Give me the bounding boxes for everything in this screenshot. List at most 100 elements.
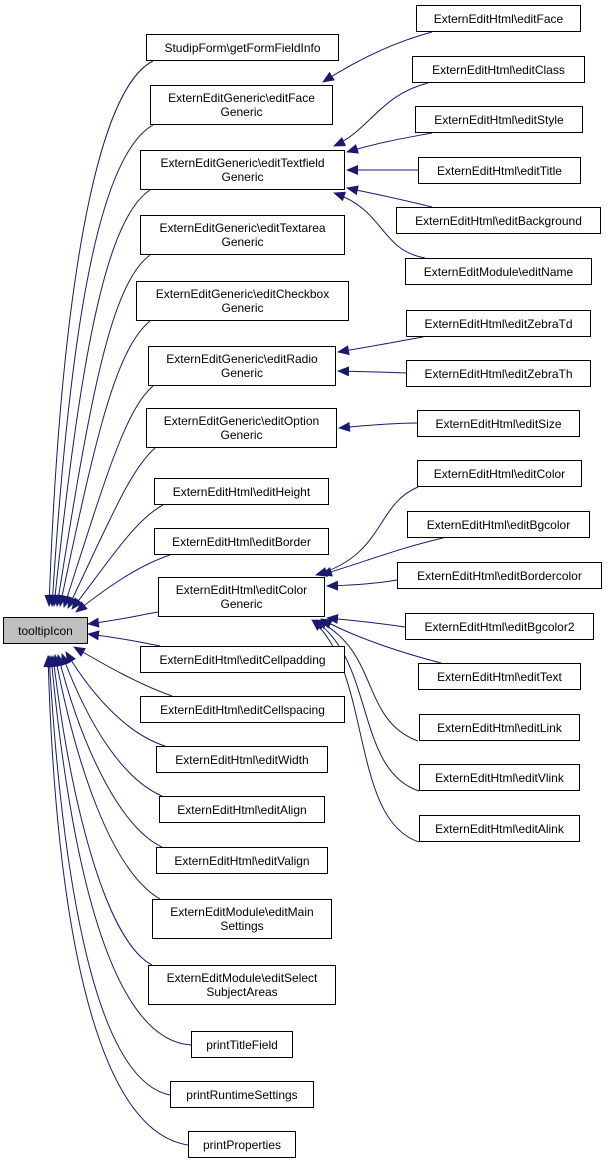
node-label-line: ExternEditHtml\editBordercolor [417, 568, 582, 583]
edge-editTextareaGeneric-to-tooltipIcon [53, 254, 151, 607]
node-label-line: ExternEditModule\editName [423, 264, 574, 279]
node-printProperties[interactable]: printProperties [188, 1131, 296, 1158]
node-editBordercolor[interactable]: ExternEditHtml\editBordercolor [397, 562, 602, 589]
node-editTitle[interactable]: ExternEditHtml\editTitle [418, 157, 581, 184]
node-editZebraTh[interactable]: ExternEditHtml\editZebraTh [406, 360, 591, 387]
node-editBorder[interactable]: ExternEditHtml\editBorder [154, 528, 329, 555]
node-editValign[interactable]: ExternEditHtml\editValign [156, 847, 328, 874]
node-editCellspacing[interactable]: ExternEditHtml\editCellspacing [140, 696, 345, 723]
node-printTitleField[interactable]: printTitleField [191, 1031, 293, 1058]
edge-editAlink-to-editColorGeneric [311, 619, 420, 843]
node-label-line: Generic [221, 170, 264, 184]
node-editFace[interactable]: ExternEditHtml\editFace [416, 5, 581, 32]
node-editWidth[interactable]: ExternEditHtml\editWidth [156, 746, 328, 773]
node-editColor[interactable]: ExternEditHtml\editColor [417, 460, 582, 487]
node-label-line: ExternEditHtml\editZebraTh [424, 366, 573, 381]
edge-editRadioGeneric-to-tooltipIcon [62, 385, 154, 608]
node-getFormFieldInfo[interactable]: StudipForm\getFormFieldInfo [146, 34, 339, 61]
edge-editClass-to-editTextfieldGeneric [333, 82, 429, 147]
node-label-line: Generic [220, 366, 264, 380]
node-label-line: ExternEditHtml\editAlink [435, 821, 564, 836]
node-label-line: StudipForm\getFormFieldInfo [164, 40, 321, 55]
node-printRuntimeSettings[interactable]: printRuntimeSettings [170, 1081, 314, 1108]
edge-editBorder-to-tooltipIcon [75, 554, 171, 613]
node-label-line: ExternEditHtml\editBgcolor2 [424, 619, 575, 634]
edge-editAlign-to-tooltipIcon [61, 653, 163, 797]
node-editSize[interactable]: ExternEditHtml\editSize [417, 410, 580, 437]
node-label-line: Generic [220, 105, 263, 119]
edge-editMainSettings-to-tooltipIcon [52, 654, 161, 900]
edge-editBackground-to-editTextfieldGeneric [346, 185, 433, 208]
node-label-line: ExternEditHtml\editFace [433, 11, 564, 26]
node-editName[interactable]: ExternEditModule\editName [405, 258, 592, 285]
edge-editText-to-editColorGeneric [320, 618, 442, 664]
edge-editBordercolor-to-editColorGeneric [326, 579, 398, 591]
node-editCellpadding[interactable]: ExternEditHtml\editCellpadding [140, 646, 345, 673]
edge-editBgcolor2-to-editColorGeneric [326, 614, 406, 628]
edge-editZebraTh-to-editRadioGeneric [337, 366, 407, 377]
edge-editCellspacing-to-tooltipIcon [73, 646, 173, 697]
node-label-line: Generic [220, 597, 263, 611]
node-editClass[interactable]: ExternEditHtml\editClass [412, 56, 585, 83]
node-label-line: ExternEditHtml\editBgcolor [426, 517, 571, 532]
node-label-line: ExternEditHtml\editClass [432, 62, 565, 77]
node-editBackground[interactable]: ExternEditHtml\editBackground [396, 207, 601, 234]
edge-editFaceGeneric-to-tooltipIcon [47, 124, 154, 607]
node-editText[interactable]: ExternEditHtml\editText [418, 663, 581, 690]
node-editLink[interactable]: ExternEditHtml\editLink [419, 714, 580, 741]
node-editBgcolor2[interactable]: ExternEditHtml\editBgcolor2 [405, 613, 594, 640]
node-editAlign[interactable]: ExternEditHtml\editAlign [159, 796, 325, 823]
root-node-tooltipIcon[interactable]: tooltipIcon [3, 617, 88, 644]
node-label-line: Settings [220, 919, 264, 933]
node-label-line: ExternEditHtml\editBorder [172, 534, 311, 549]
node-editZebraTd[interactable]: ExternEditHtml\editZebraTd [406, 310, 591, 337]
edge-editStyle-to-editTextfieldGeneric [346, 132, 433, 154]
edge-editLink-to-editColorGeneric [315, 619, 419, 742]
edge-editName-to-editTextfieldGeneric [333, 191, 426, 259]
node-label-line: printProperties [202, 1137, 282, 1152]
node-label-line: ExternEditHtml\editTitle [437, 163, 562, 178]
edge-editSelectSubjectAreas-to-tooltipIcon [49, 655, 153, 966]
node-label-line: ExternEditHtml\editValign [174, 853, 310, 868]
edge-editZebraTd-to-editRadioGeneric [337, 336, 424, 356]
node-editAlink[interactable]: ExternEditHtml\editAlink [419, 815, 580, 842]
edge-editOptionGeneric-to-tooltipIcon [67, 447, 156, 609]
node-editBgcolor[interactable]: ExternEditHtml\editBgcolor [407, 511, 590, 538]
edge-getFormFieldInfo-to-tooltipIcon [44, 60, 154, 607]
edge-editColor-to-editColorGeneric [315, 486, 419, 577]
edge-editSize-to-editOptionGeneric [338, 421, 418, 432]
node-label-line: ExternEditHtml\editHeight [172, 484, 311, 499]
node-label-line: ExternEditHtml\editColor [175, 583, 308, 597]
node-label-line: ExternEditHtml\editBackground [415, 213, 582, 228]
node-label-line: printTitleField [206, 1037, 278, 1052]
node-label-line: Generic [220, 428, 263, 442]
node-label-line: ExternEditGeneric\editTextarea [159, 221, 326, 235]
edge-editWidth-to-tooltipIcon [65, 651, 166, 747]
node-label-line: ExternEditHtml\editText [437, 669, 562, 684]
node-label-line: ExternEditHtml\editCellspacing [160, 702, 325, 717]
edge-editCellpadding-to-tooltipIcon [87, 630, 161, 647]
edge-editColorGeneric-to-tooltipIcon [87, 611, 159, 628]
node-editStyle[interactable]: ExternEditHtml\editStyle [415, 106, 583, 133]
node-label-line: SubjectAreas [206, 985, 278, 999]
node-editVlink[interactable]: ExternEditHtml\editVlink [419, 764, 580, 791]
node-label-line: printRuntimeSettings [186, 1087, 298, 1102]
node-label-line: tooltipIcon [18, 623, 73, 638]
node-label-line: ExternEditHtml\editCellpadding [159, 652, 326, 667]
node-editHeight[interactable]: ExternEditHtml\editHeight [154, 478, 329, 505]
edge-editValign-to-tooltipIcon [55, 654, 163, 848]
edge-editFace-to-editFaceGeneric [322, 31, 433, 83]
edge-printRuntimeSettings-to-tooltipIcon [44, 655, 171, 1096]
node-label-line: ExternEditModule\editMain [170, 905, 314, 919]
node-label-line: ExternEditHtml\editColor [433, 466, 566, 481]
